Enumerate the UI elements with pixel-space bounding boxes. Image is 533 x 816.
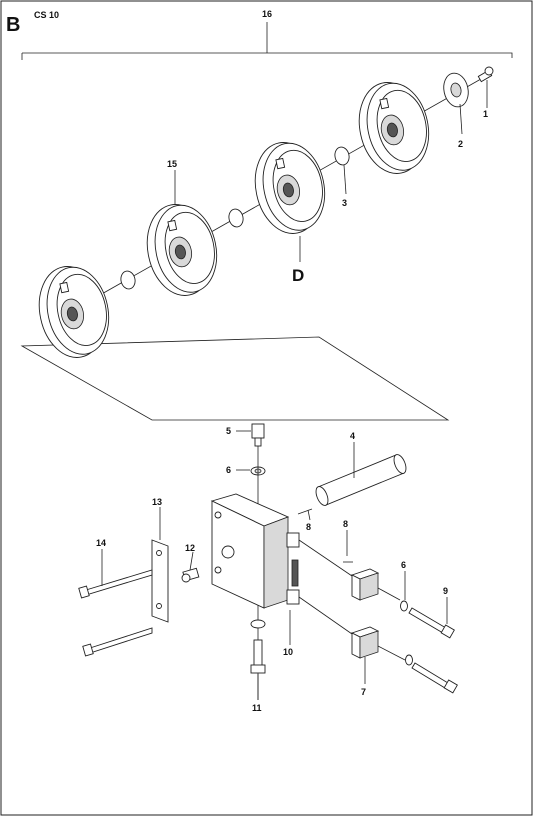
callout-12: 12 bbox=[185, 543, 195, 553]
o-ring bbox=[120, 270, 136, 290]
callout-6-right: 6 bbox=[401, 560, 406, 570]
projection-lines bbox=[298, 539, 406, 661]
washer-2 bbox=[443, 72, 469, 108]
callout-16: 16 bbox=[262, 9, 272, 19]
callout-6: 6 bbox=[226, 465, 231, 475]
washer-6-right bbox=[400, 600, 408, 612]
washer-lower-right bbox=[405, 654, 413, 666]
bolt-14-lower bbox=[82, 627, 153, 657]
callout-11: 11 bbox=[252, 703, 262, 713]
pulley-1 bbox=[38, 266, 110, 358]
callout-13: 13 bbox=[152, 497, 162, 507]
callout-15: 15 bbox=[167, 159, 177, 169]
pin-8-upper bbox=[297, 508, 313, 515]
callout-8-right: 8 bbox=[343, 519, 348, 529]
detail-label-d: D bbox=[292, 266, 304, 285]
callout-10: 10 bbox=[283, 647, 293, 657]
screw-12 bbox=[181, 567, 200, 583]
callout-3: 3 bbox=[342, 198, 347, 208]
o-ring bbox=[334, 146, 350, 166]
clamp-block-upper bbox=[350, 568, 380, 601]
leader-3 bbox=[343, 164, 347, 195]
callout-4: 4 bbox=[350, 431, 355, 441]
callout-2: 2 bbox=[458, 139, 463, 149]
leader-8a bbox=[307, 509, 311, 521]
model-title: CS 10 bbox=[34, 10, 59, 20]
bracket-block-10 bbox=[210, 493, 300, 609]
leader-2 bbox=[459, 103, 463, 135]
callout-9: 9 bbox=[443, 586, 448, 596]
assembly-plane bbox=[20, 336, 450, 421]
plate-13 bbox=[151, 539, 169, 623]
pulley-4 bbox=[358, 82, 430, 174]
bolt-1 bbox=[477, 66, 494, 83]
pulley-2 bbox=[146, 204, 218, 296]
bolt-14-upper bbox=[78, 569, 153, 599]
bolt-11 bbox=[250, 639, 266, 674]
section-letter: B bbox=[6, 14, 20, 36]
callout-1: 1 bbox=[483, 109, 488, 119]
callout-8-upper: 8 bbox=[306, 522, 311, 532]
washer-lower bbox=[250, 619, 266, 629]
group-bracket bbox=[21, 22, 513, 60]
bolt-5 bbox=[251, 423, 265, 447]
leader-12 bbox=[189, 551, 194, 571]
callout-7: 7 bbox=[361, 687, 366, 697]
bolt-9 bbox=[408, 607, 455, 639]
bolt-lower-right bbox=[411, 662, 458, 694]
pulley-3 bbox=[254, 142, 326, 234]
callout-14: 14 bbox=[96, 538, 106, 548]
clamp-block-7 bbox=[350, 626, 380, 659]
callout-5: 5 bbox=[226, 426, 231, 436]
shaft-4 bbox=[315, 454, 407, 506]
o-ring bbox=[228, 208, 244, 228]
